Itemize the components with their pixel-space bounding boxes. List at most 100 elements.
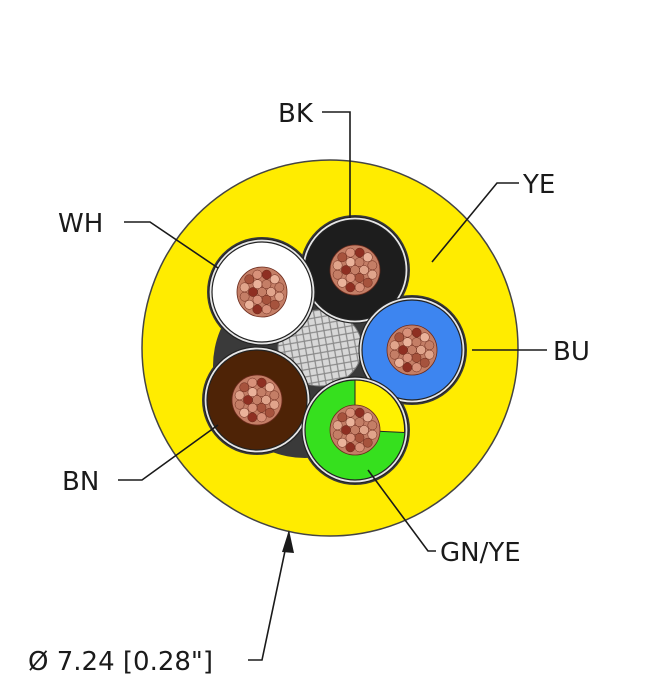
conductor-strand — [252, 294, 263, 305]
conductor-strand — [345, 432, 356, 443]
conductor-strand — [402, 327, 413, 338]
conductor-strand — [337, 412, 348, 423]
labels: BK WH YE BU BN GN/YE Ø 7.24 [0.28"] — [28, 99, 590, 677]
leader-lines — [118, 111, 547, 661]
conductor-strand — [354, 442, 365, 453]
conductor-strand — [345, 417, 356, 428]
conductor-strand — [345, 407, 356, 418]
conductor-strand — [261, 269, 272, 280]
conductor-strand — [362, 437, 373, 448]
leader-ye — [431, 182, 519, 263]
conductor-strand — [424, 349, 435, 360]
leader-bk — [322, 111, 351, 218]
conductor-strand — [354, 282, 365, 293]
conductor-strand — [239, 382, 250, 393]
conductor-strand — [264, 382, 275, 393]
conductor-strand — [362, 277, 373, 288]
conductor-strand — [354, 417, 365, 428]
conductor-bu — [358, 296, 466, 404]
label-bn: BN — [62, 467, 99, 497]
conductor-strand — [402, 362, 413, 373]
conductor-strand — [269, 299, 280, 310]
conductor-strand — [394, 332, 405, 343]
conductor-strand — [337, 252, 348, 263]
conductor-strand — [256, 412, 267, 423]
conductor-strand — [398, 345, 408, 355]
conductor-strand — [261, 395, 271, 405]
conductor-strand — [362, 412, 373, 423]
leader-bn — [118, 424, 219, 481]
label-ye: YE — [522, 170, 555, 200]
conductor-strand — [244, 299, 255, 310]
conductor-strand — [345, 247, 356, 258]
conductor-strand — [261, 294, 272, 305]
conductor-gnye — [301, 376, 409, 484]
leader-wh — [124, 221, 219, 269]
conductor-strand — [337, 277, 348, 288]
conductor-strand — [264, 407, 275, 418]
conductor-strand — [256, 402, 267, 413]
conductor-strand — [359, 425, 369, 435]
conductor-strand — [243, 395, 253, 405]
conductor-strand — [367, 429, 378, 440]
conductor-strand — [424, 340, 435, 351]
conductor-strand — [332, 269, 343, 280]
conductor-strand — [261, 279, 272, 290]
conductor-strand — [354, 432, 365, 443]
conductor-strand — [256, 387, 267, 398]
conductor-strand — [402, 352, 413, 363]
conductor-strand — [367, 420, 378, 431]
conductor-strand — [234, 390, 245, 401]
conductor-strand — [252, 269, 263, 280]
conductor-strand — [394, 357, 405, 368]
conductor-strand — [248, 287, 258, 297]
conductors — [203, 216, 466, 484]
conductor-strand — [244, 274, 255, 285]
conductor-strand — [359, 265, 369, 275]
conductor-strand — [411, 327, 422, 338]
conductor-bn — [203, 346, 311, 454]
conductor-strand — [416, 345, 426, 355]
leader-gnye — [367, 469, 436, 552]
conductor-strand — [362, 252, 373, 263]
conductor-bk — [301, 216, 409, 324]
conductor-strand — [247, 387, 258, 398]
conductor-strand — [411, 362, 422, 373]
label-bk: BK — [278, 99, 314, 129]
conductor-strand — [234, 399, 245, 410]
conductor-strand — [252, 304, 263, 315]
conductor-strand — [332, 429, 343, 440]
conductor-strand — [411, 337, 422, 348]
label-wh: WH — [58, 209, 103, 239]
conductor-strand — [239, 407, 250, 418]
conductor-strand — [345, 442, 356, 453]
conductor-strand — [354, 407, 365, 418]
conductor-strand — [345, 257, 356, 268]
label-bu: BU — [553, 337, 590, 367]
conductor-strand — [341, 265, 351, 275]
conductor-wh — [208, 238, 316, 346]
conductor-strand — [367, 260, 378, 271]
conductor-strand — [345, 272, 356, 283]
conductor-strand — [354, 247, 365, 258]
conductor-strand — [269, 399, 280, 410]
conductor-strand — [266, 287, 276, 297]
conductor-strand — [389, 349, 400, 360]
conductor-strand — [261, 304, 272, 315]
conductor-strand — [389, 340, 400, 351]
conductor-strand — [247, 402, 258, 413]
conductor-strand — [341, 425, 351, 435]
conductor-strand — [269, 274, 280, 285]
diameter-arrowhead — [282, 530, 294, 553]
conductor-strand — [274, 291, 285, 302]
conductor-strand — [419, 357, 430, 368]
conductor-strand — [252, 279, 263, 290]
conductor-strand — [367, 269, 378, 280]
label-gnye: GN/YE — [440, 538, 521, 568]
conductor-strand — [247, 412, 258, 423]
conductor-strand — [332, 420, 343, 431]
conductor-strand — [256, 377, 267, 388]
conductor-strand — [337, 437, 348, 448]
conductor-strand — [402, 337, 413, 348]
